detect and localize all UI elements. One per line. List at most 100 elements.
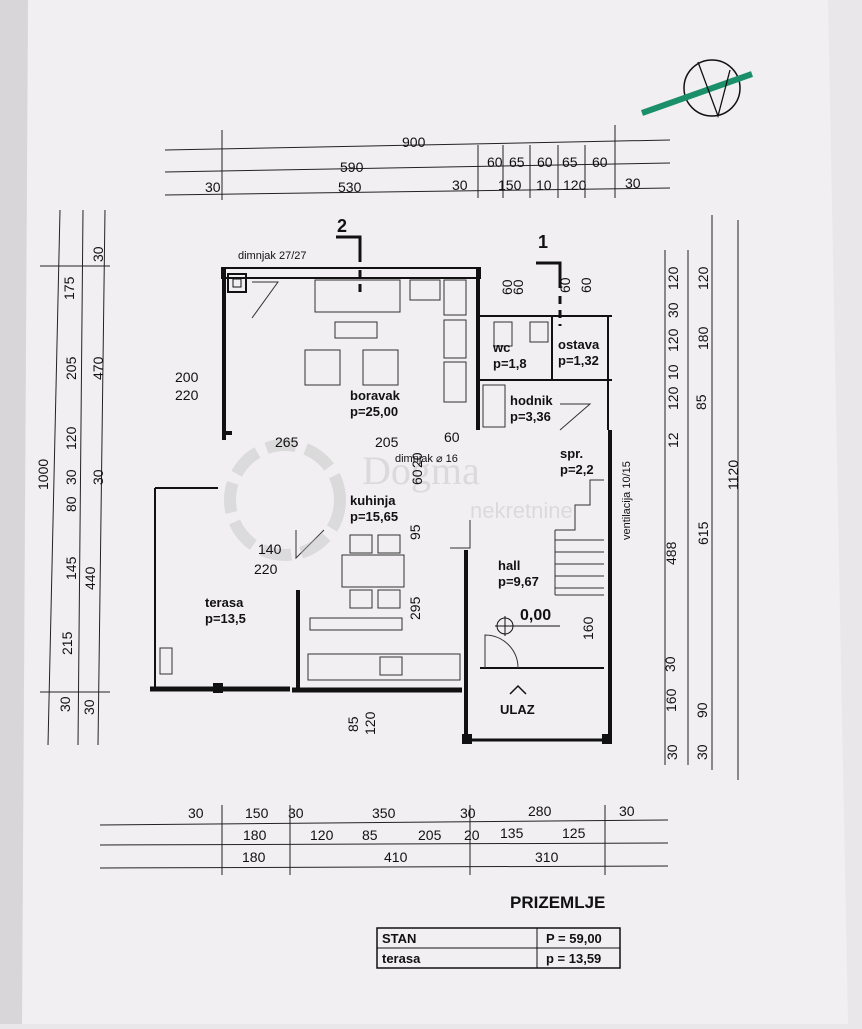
dimension-label: 60 (444, 429, 460, 445)
dimension-label: 120 (563, 177, 587, 193)
dimension-label: 60 (592, 154, 608, 170)
dimension-label: 440 (82, 566, 98, 590)
dimension-label: 10 (536, 177, 552, 193)
dimension-label: 60 (499, 279, 515, 295)
room-name: terasa (205, 595, 244, 610)
section-marks (336, 235, 562, 326)
bottom-dimension-lines (99, 805, 669, 875)
dimension-label: 85 (693, 394, 709, 410)
summary-value-stan: P = 59,00 (546, 931, 602, 946)
dimension-label: 90 (694, 702, 710, 718)
drawing-title: PRIZEMLJE (510, 893, 605, 912)
dimension-label: 30 (665, 302, 681, 318)
right-dimension-lines (664, 215, 739, 780)
dimension-label: 150 (245, 805, 269, 821)
dimension-label: 30 (452, 177, 468, 193)
dimension-label: 150 (498, 177, 522, 193)
dimension-label: 120 (665, 386, 681, 410)
dimension-label: 30 (63, 469, 79, 485)
dimension-label: 1000 (35, 459, 51, 490)
room-area: p=2,2 (560, 462, 594, 477)
chimney-label-2: dimnjak ⌀ 16 (395, 453, 458, 465)
dimension-label: 220 (175, 387, 199, 403)
dimension-label: 135 (500, 825, 524, 841)
dimension-label: 65 (509, 154, 525, 170)
dimension-label: 900 (402, 134, 426, 150)
summary-value-terasa: p = 13,59 (546, 951, 601, 966)
dimension-label: 530 (338, 179, 362, 195)
dimension-label: 30 (81, 699, 97, 715)
dimension-label: 295 (407, 596, 423, 620)
level-marker-icon (495, 616, 560, 636)
room-name: kuhinja (350, 493, 396, 508)
dimension-label: 30 (694, 744, 710, 760)
dimension-label: 120 (63, 426, 79, 450)
dimension-label: 60 (409, 469, 425, 485)
room-name: boravak (350, 388, 401, 403)
level-mark: 0,00 (520, 607, 551, 624)
dimension-label: 220 (254, 561, 278, 577)
dimension-label: 120 (695, 266, 711, 290)
chimney-symbol (227, 273, 247, 293)
north-arrow-icon (640, 59, 754, 119)
dimension-label: 590 (340, 159, 364, 175)
column (462, 734, 472, 744)
dimension-label: 410 (384, 849, 408, 865)
dimension-label: 488 (663, 541, 679, 565)
dimension-label: 65 (562, 154, 578, 170)
dimension-label: 30 (664, 744, 680, 760)
chimney-label: dimnjak 27/27 (238, 250, 307, 262)
door-swings (251, 281, 592, 669)
area-summary-table: STAN P = 59,00 terasa p = 13,59 (376, 927, 621, 969)
dimension-label: 85 (362, 827, 378, 843)
room-area: p=13,5 (205, 611, 246, 626)
dimension-label: 30 (90, 469, 106, 485)
summary-label-terasa: terasa (382, 951, 421, 966)
dimension-label: 350 (372, 805, 396, 821)
dimension-label: 205 (375, 434, 399, 450)
room-name: ostava (558, 337, 600, 352)
dimension-label: 120 (310, 827, 334, 843)
dimension-label: 205 (63, 356, 79, 380)
room-area: p=1,8 (493, 356, 527, 371)
dimension-label: 120 (362, 711, 378, 735)
left-dimension-lines (40, 209, 110, 746)
dimension-label: 180 (242, 849, 266, 865)
dimension-label: 30 (460, 805, 476, 821)
dimension-label: 205 (418, 827, 442, 843)
room-area: p=9,67 (498, 574, 539, 589)
room-name: wc (492, 340, 510, 355)
room-area: p=1,32 (558, 353, 599, 368)
dimension-label: 145 (63, 556, 79, 580)
room-area: p=3,36 (510, 409, 551, 424)
dimension-label: 615 (695, 521, 711, 545)
dimension-label: 60 (557, 277, 573, 293)
dimension-label: 60 (578, 277, 594, 293)
dimension-label: 60 (487, 154, 503, 170)
paper-shadow (0, 0, 28, 1024)
dimension-label: 85 (345, 716, 361, 732)
dimension-label: 1120 (725, 460, 741, 490)
paper (22, 0, 848, 1024)
dimension-label: 60 (510, 279, 526, 295)
dimension-label: 30 (57, 696, 73, 712)
dimension-label: 160 (580, 616, 596, 640)
dimension-label: 200 (175, 369, 199, 385)
dimension-label: 120 (665, 266, 681, 290)
dimension-label: 140 (258, 541, 282, 557)
dimension-label: 12 (665, 432, 681, 448)
dimension-label: 10 (665, 364, 681, 380)
room-area: p=15,65 (350, 509, 398, 524)
dimension-label: 20 (464, 827, 480, 843)
dimension-label: 120 (665, 328, 681, 352)
entrance-arrow-icon (509, 684, 527, 695)
dimension-label: 265 (275, 434, 299, 450)
dimension-label: 215 (59, 631, 75, 655)
dimension-label: 470 (90, 356, 106, 380)
watermark-logo: Dogma nekretnine (224, 439, 573, 561)
column (213, 683, 223, 693)
dimension-label: 180 (695, 326, 711, 350)
stairs (554, 479, 604, 596)
